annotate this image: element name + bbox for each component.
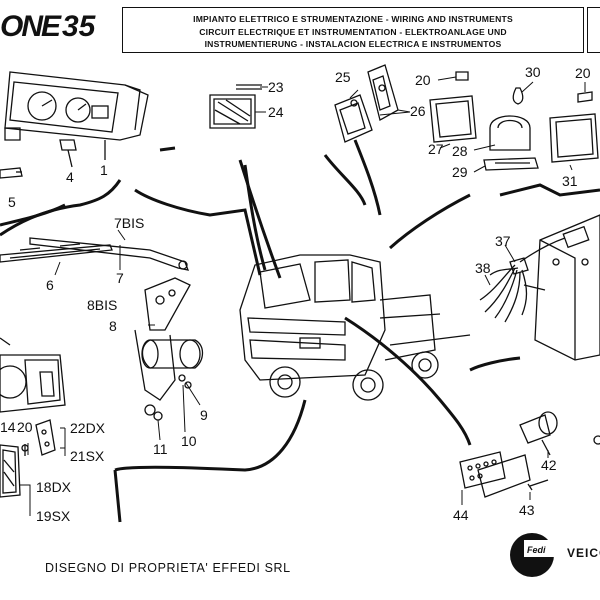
callout-11: 11 [153,441,168,457]
callout-27: 27 [428,141,444,157]
callout-23: 23 [268,79,284,95]
title-line-2: CIRCUIT ELECTRIQUE ET INSTRUMENTATION - … [199,26,507,37]
callout-44: 44 [453,507,469,523]
wiper-motor-8 [134,277,204,421]
callout-7: 7 [116,270,124,286]
headlamp-left [0,337,66,413]
callout-28: 28 [452,143,468,159]
callout-8: 8 [109,318,117,334]
callout-5: 5 [8,194,16,210]
battery-37 [489,214,600,361]
callout-25: 25 [335,69,351,85]
title-line-1: IMPIANTO ELETTRICO E STRUMENTAZIONE - WI… [193,14,513,24]
callout-labels: 1 4 5 6 7 7BIS 8 8BIS 9 10 11 14 20 22DX… [0,64,591,524]
callout-26: 26 [410,103,426,119]
callout-19sx: 19SX [36,508,71,524]
callout-22dx: 22DX [70,420,106,436]
instrument-cluster [4,71,149,160]
callout-37: 37 [495,233,511,249]
callout-20-mid: 20 [415,72,431,88]
callout-1: 1 [100,162,108,178]
bulb-socket-20-left [21,419,56,456]
callout-8bis: 8BIS [87,297,117,313]
callout-21sx: 21SX [70,448,105,464]
battery-cable-38 [479,257,546,323]
brand-logo-text: ONE [0,10,61,43]
callout-18dx: 18DX [36,479,72,495]
wiper-arm-7 [29,237,190,271]
callout-20-left: 20 [17,419,33,435]
callout-9: 9 [200,407,208,423]
callout-6: 6 [46,277,54,293]
sheet-number-box [587,7,600,53]
effedi-logo: Fedi [510,533,564,577]
bulb-holder-4 [0,127,77,179]
wiring-harness-lines [0,139,600,523]
callout-43: 43 [519,502,535,518]
fuse-box-44 [459,451,549,498]
callout-38: 38 [475,260,491,276]
leader-lines [20,76,586,516]
marker-lamp-27 [429,71,477,143]
plate-light-24 [209,84,262,129]
logo-text: Fedi [527,545,546,555]
callout-31: 31 [562,173,578,189]
callout-4: 4 [66,169,74,185]
model-number: 35 [62,10,96,43]
truck-illustration [239,254,471,401]
callout-42: 42 [541,457,557,473]
callout-10: 10 [181,433,197,449]
callout-29: 29 [452,164,468,180]
indicator-lamp-14 [0,444,21,498]
title-line-3: INSTRUMENTIERUNG - INSTALACION ELECTRICA… [204,39,502,49]
reverse-lamp-28-29 [483,87,539,171]
callout-30: 30 [525,64,541,80]
callout-14: 14 [0,419,16,435]
switch-42 [519,411,600,456]
vendor-name: VEICO [567,546,600,560]
callout-7bis: 7BIS [114,215,144,231]
ownership-notice: DISEGNO DI PROPRIETA' EFFEDI SRL [45,561,291,575]
rear-lamp-31 [549,91,599,163]
callout-20-right: 20 [575,65,591,81]
title-block: IMPIANTO ELETTRICO E STRUMENTAZIONE - WI… [122,7,584,53]
callout-24: 24 [268,104,284,120]
